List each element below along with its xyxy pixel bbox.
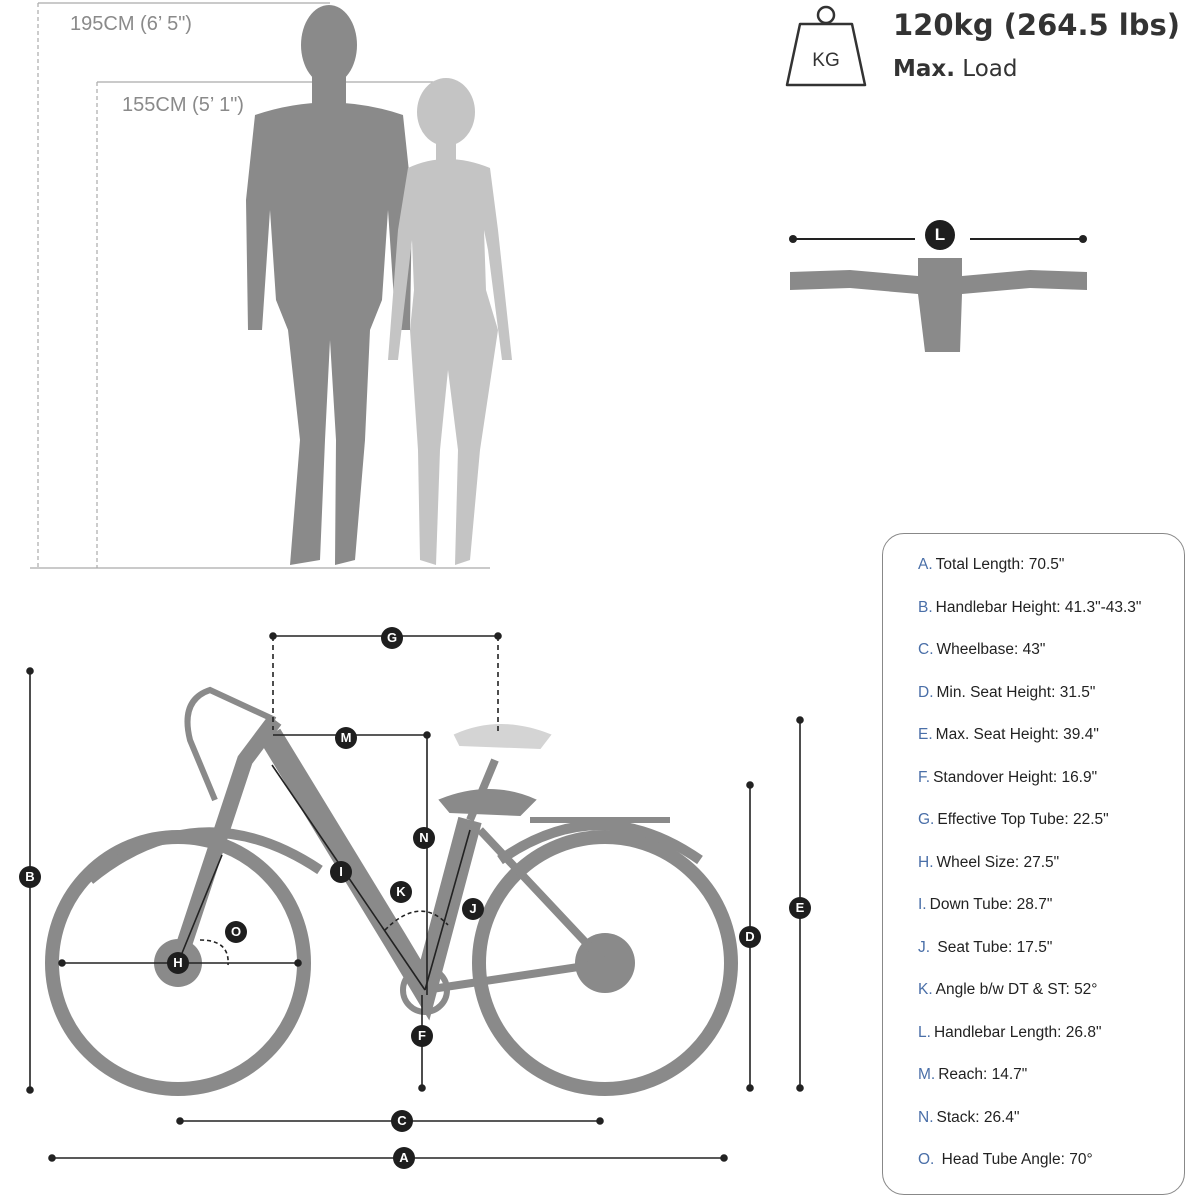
spec-item: K.Angle b/w DT & ST: 52° <box>918 981 1141 1024</box>
spec-item: F.Standover Height: 16.9" <box>918 769 1141 812</box>
spec-letter: B. <box>918 598 933 616</box>
svg-text:KG: KG <box>812 50 839 71</box>
spec-letter: D. <box>918 683 934 701</box>
spec-letter: O. <box>918 1151 935 1168</box>
woman-silhouette <box>388 78 512 565</box>
spec-item: G.Effective Top Tube: 22.5" <box>918 811 1141 854</box>
marker-j: J <box>462 898 484 920</box>
spec-text: Handlebar Length: 26.8" <box>933 1023 1102 1041</box>
spec-item: I.Down Tube: 28.7" <box>918 896 1141 939</box>
marker-i: I <box>330 861 352 883</box>
handlebar-illustration <box>789 235 1087 352</box>
spec-letter: H. <box>918 853 934 871</box>
weight-kg-icon: KG <box>785 5 867 87</box>
spec-item: J. Seat Tube: 17.5" <box>918 939 1141 982</box>
marker-k: K <box>390 881 412 903</box>
spec-letter: J. <box>918 938 931 956</box>
spec-text: Handlebar Height: 41.3"-43.3" <box>935 598 1142 616</box>
marker-n: N <box>413 827 435 849</box>
spec-item: N.Stack: 26.4" <box>918 1109 1141 1152</box>
spec-letter: F. <box>918 768 931 786</box>
spec-text: Min. Seat Height: 31.5" <box>936 683 1096 701</box>
spec-text: Head Tube Angle: 70° <box>937 1151 1093 1168</box>
marker-e: E <box>789 897 811 919</box>
spec-text: Seat Tube: 17.5" <box>933 938 1053 956</box>
marker-h: H <box>167 952 189 974</box>
spec-text: Max. Seat Height: 39.4" <box>935 726 1099 743</box>
spec-list: A.Total Length: 70.5"B.Handlebar Height:… <box>918 556 1141 1194</box>
man-height-label: 195CM (6’ 5") <box>70 13 192 35</box>
marker-a: A <box>393 1147 415 1169</box>
spec-text: Stack: 26.4" <box>936 1108 1020 1126</box>
spec-letter: C. <box>918 641 934 658</box>
spec-text: Standover Height: 16.9" <box>933 768 1098 786</box>
spec-letter: K. <box>918 981 933 998</box>
spec-letter: L. <box>918 1023 931 1041</box>
spec-item: B.Handlebar Height: 41.3"-43.3" <box>918 599 1141 642</box>
spec-text: Reach: 14.7" <box>938 1066 1028 1083</box>
spec-item: H.Wheel Size: 27.5" <box>918 854 1141 897</box>
marker-d: D <box>739 926 761 948</box>
spec-letter: N. <box>918 1108 934 1126</box>
max-load-label-text: Load <box>962 56 1018 82</box>
spec-text: Total Length: 70.5" <box>935 556 1065 573</box>
spec-text: Wheel Size: 27.5" <box>936 853 1060 871</box>
max-load-label-bold: Max. <box>893 56 955 82</box>
spec-list-panel: A.Total Length: 70.5"B.Handlebar Height:… <box>882 533 1185 1195</box>
spec-letter: G. <box>918 811 935 828</box>
marker-o: O <box>225 921 247 943</box>
max-load-label: Max. Load <box>893 56 1017 82</box>
marker-m: M <box>335 727 357 749</box>
marker-l: L <box>925 220 955 250</box>
marker-g: G <box>381 627 403 649</box>
spec-item: E.Max. Seat Height: 39.4" <box>918 726 1141 769</box>
spec-text: Effective Top Tube: 22.5" <box>937 811 1109 828</box>
bike-illustration <box>45 686 738 1096</box>
spec-text: Angle b/w DT & ST: 52° <box>935 981 1098 998</box>
spec-item: A.Total Length: 70.5" <box>918 556 1141 599</box>
spec-letter: E. <box>918 726 933 743</box>
woman-height-label: 155CM (5’ 1") <box>122 94 244 116</box>
spec-text: Down Tube: 28.7" <box>929 896 1053 913</box>
marker-c: C <box>391 1110 413 1132</box>
marker-f: F <box>411 1025 433 1047</box>
marker-b: B <box>19 866 41 888</box>
spec-item: M.Reach: 14.7" <box>918 1066 1141 1109</box>
spec-letter: A. <box>918 556 933 573</box>
spec-item: L.Handlebar Length: 26.8" <box>918 1024 1141 1067</box>
spec-item: O. Head Tube Angle: 70° <box>918 1151 1141 1194</box>
spec-text: Wheelbase: 43" <box>936 641 1046 658</box>
max-load-value: 120kg (264.5 lbs) <box>893 8 1180 42</box>
man-silhouette <box>246 5 412 565</box>
spec-letter: M. <box>918 1066 936 1083</box>
height-guides <box>30 2 490 569</box>
spec-letter: I. <box>918 896 927 913</box>
spec-item: D.Min. Seat Height: 31.5" <box>918 684 1141 727</box>
spec-item: C.Wheelbase: 43" <box>918 641 1141 684</box>
